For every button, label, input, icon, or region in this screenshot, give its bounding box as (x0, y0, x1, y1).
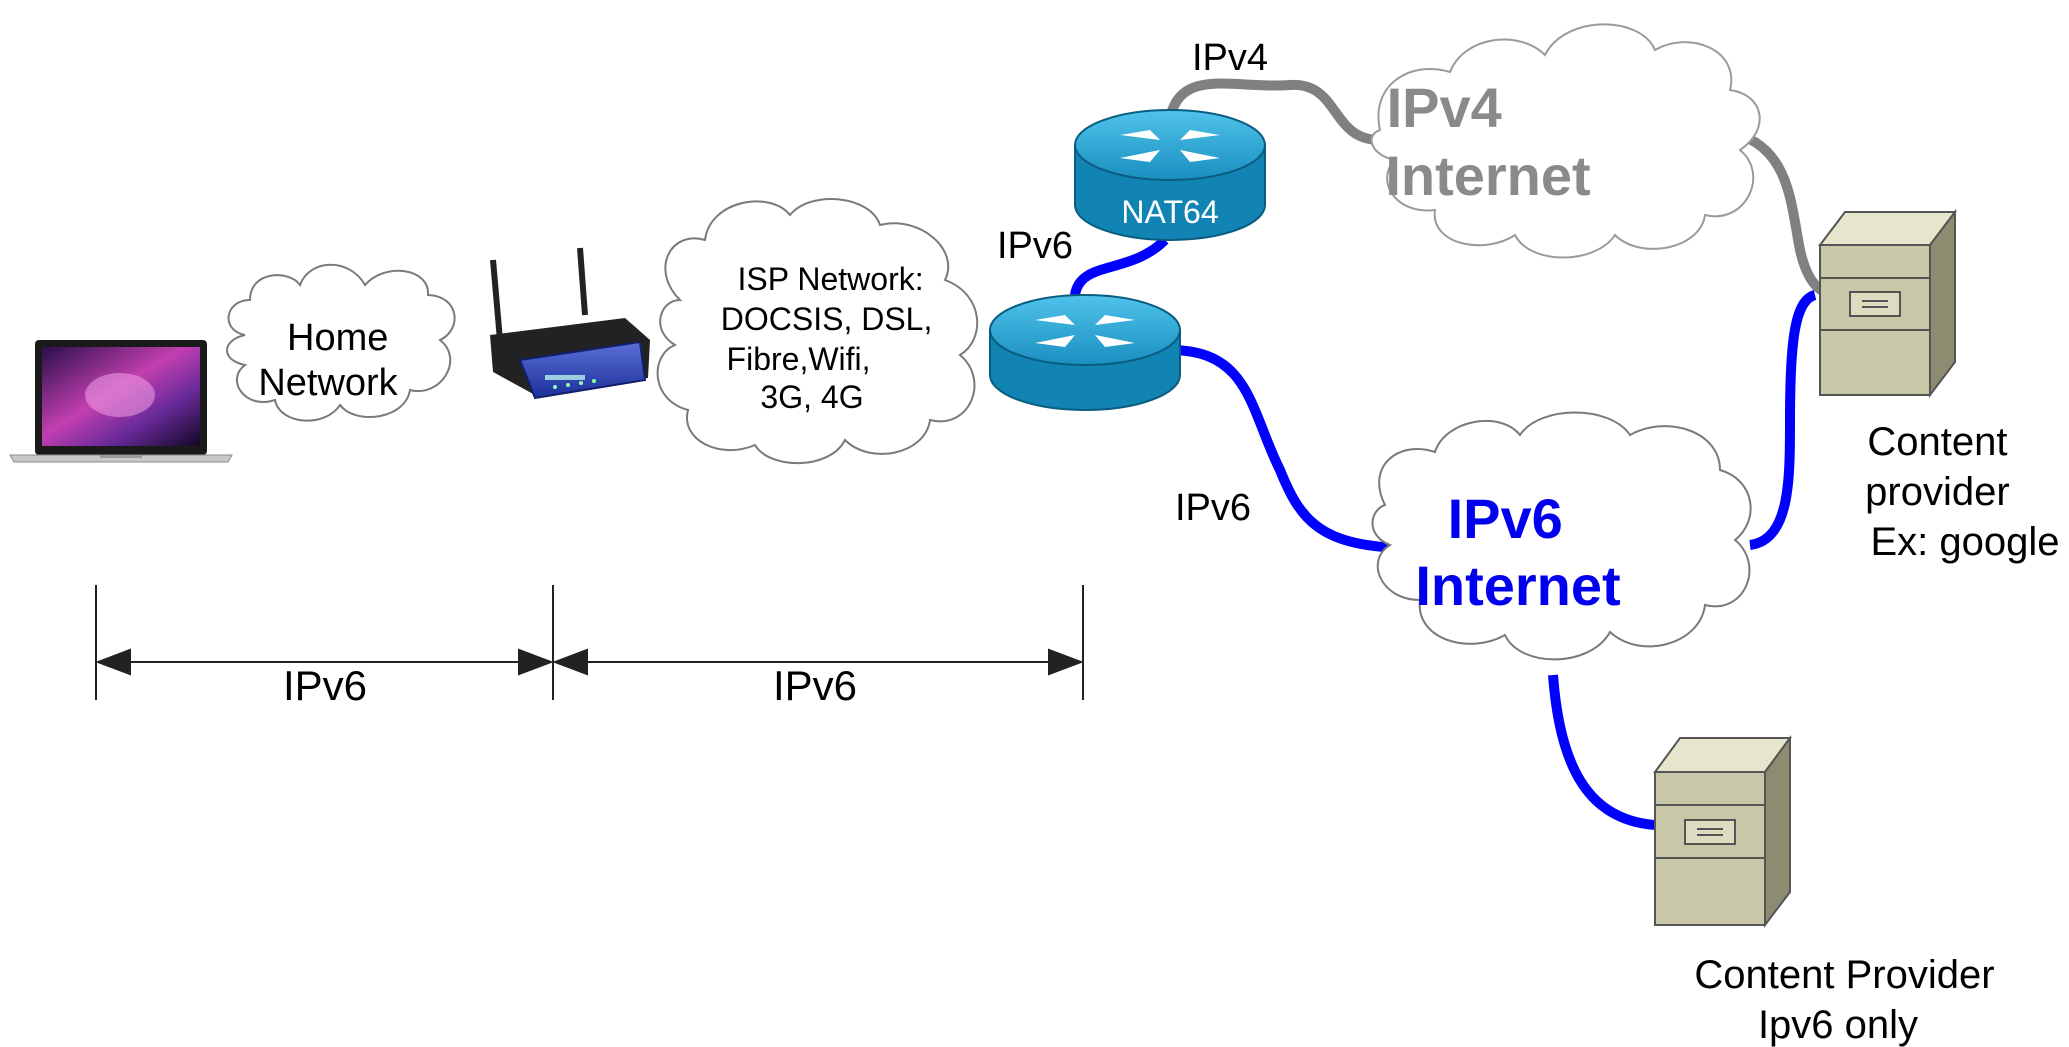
home-network-cloud (226, 263, 456, 422)
ipv6-only-server-icon (1653, 734, 1792, 928)
ipv4-internet-line-2: Internet (1385, 144, 1590, 207)
isp-network-line-1: ISP Network: (737, 261, 923, 297)
ipv6-link-label-lower: IPv6 (1175, 487, 1251, 529)
span-markers (95, 585, 1084, 700)
content-provider-line-1: Content (1867, 420, 2007, 464)
ipv6-internet-line-1: IPv6 (1448, 487, 1563, 550)
ipv4-link-label: IPv4 (1192, 37, 1268, 79)
content-provider-server-icon (1817, 209, 1958, 398)
isp-router-icon (989, 294, 1181, 411)
ipv4-internet-line-1: IPv4 (1387, 76, 1502, 139)
content-provider-v6-label: Content Provider Ipv6 only (1694, 953, 2005, 1047)
home-network-line-2: Network (258, 362, 398, 404)
isp-network-cloud (656, 198, 979, 465)
content-provider-v6-line-1: Content Provider (1694, 953, 1994, 997)
wifi-router-icon (490, 247, 650, 400)
isp-network-label: ISP Network: DOCSIS, DSL, Fibre,Wifi, 3G… (721, 261, 942, 415)
content-provider-line-2: provider (1865, 470, 2010, 514)
ipv4-internet-cloud (1370, 23, 1761, 259)
laptop-icon (9, 340, 233, 463)
isp-network-line-4: 3G, 4G (760, 379, 863, 415)
ipv4-internet-label: IPv4 Internet (1385, 76, 1590, 207)
ipv6-internet-label: IPv6 Internet (1415, 487, 1620, 617)
nat64-router-icon: NAT64 (1074, 109, 1266, 241)
isp-network-line-3: Fibre,Wifi, (727, 341, 871, 377)
content-provider-label: Content provider Ex: google (1865, 420, 2059, 564)
ipv6-link-label-upper: IPv6 (997, 225, 1073, 267)
nat64-label: NAT64 (1121, 194, 1218, 230)
ipv6-internet-line-2: Internet (1415, 554, 1620, 617)
span-isp-label: IPv6 (773, 662, 857, 709)
ipv6-internet-cloud (1371, 411, 1752, 661)
content-provider-v6-line-2: Ipv6 only (1758, 1003, 1918, 1047)
home-network-label: Home Network (258, 317, 399, 404)
ipv6-link-path (1070, 236, 1817, 830)
content-provider-line-3: Ex: google (1870, 520, 2059, 564)
isp-network-line-2: DOCSIS, DSL, (721, 301, 933, 337)
home-network-line-1: Home (287, 317, 388, 359)
span-home-label: IPv6 (283, 662, 367, 709)
